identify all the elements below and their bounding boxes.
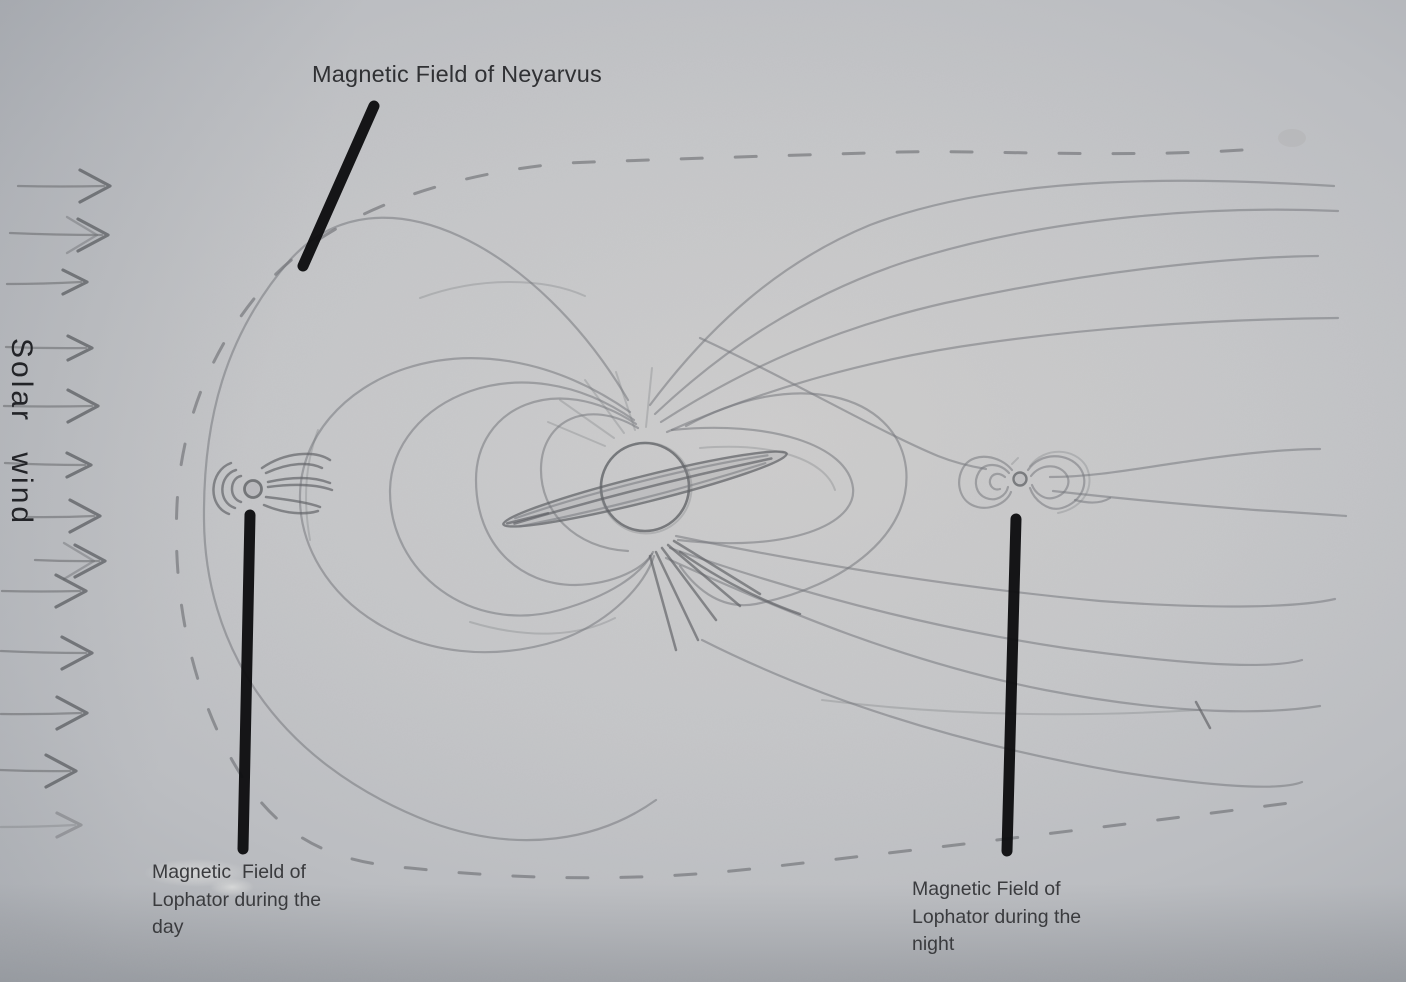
- night-leader-line: [1001, 513, 1022, 857]
- leader-lines: [237, 100, 1022, 857]
- day-leader-line: [237, 509, 256, 855]
- title-leader-line: [297, 100, 380, 272]
